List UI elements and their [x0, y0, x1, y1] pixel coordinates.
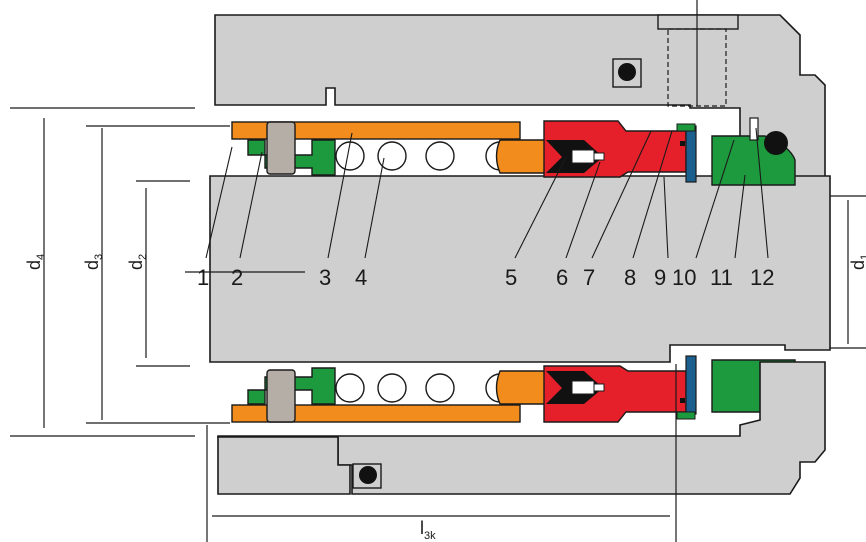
leader-10: [695, 139, 735, 259]
sleeve-bottom: [231, 404, 521, 423]
dim-label-d2: d2: [126, 254, 149, 270]
dim-label-d4-base: d: [24, 260, 44, 270]
gasket-cap-bottom: [676, 411, 696, 420]
part-number-labels: 1 2 3 4 5 6 7 8 9 10 11 12: [197, 265, 774, 290]
dim-label-d2-base: d: [126, 260, 146, 270]
dim-label-l3k-sub: 3k: [424, 530, 436, 542]
dim-label-d1-sub: 1: [859, 254, 866, 260]
dim-label-d1-base: d: [848, 260, 866, 270]
dim-label-d4: d4: [24, 254, 47, 270]
drive-pin-top: [266, 121, 296, 175]
dim-label-d3: d3: [82, 254, 105, 270]
leader-11: [734, 174, 746, 259]
spring-coil: [425, 373, 455, 403]
part-label-3: 3: [319, 265, 331, 290]
leader-9: [663, 176, 669, 259]
leader-2: [239, 151, 263, 259]
leader-1: [205, 146, 233, 259]
leader-8: [632, 130, 673, 259]
part-label-5: 5: [505, 265, 517, 290]
spring-coil: [485, 373, 501, 403]
insert-screw-tip-top: [593, 152, 605, 161]
gasket-cap-top: [676, 123, 696, 132]
dim-label-l3k: l3k: [420, 518, 436, 542]
spring-coil: [377, 141, 407, 171]
oring-stationary-top: [764, 131, 788, 155]
insert-screw-top: [571, 149, 595, 164]
springs-bottom: [335, 373, 501, 403]
springs-top: [335, 141, 501, 171]
gasket-dot-top: [680, 141, 685, 146]
leader-7: [591, 130, 652, 259]
part-label-4: 4: [355, 265, 367, 290]
spring-coil: [377, 373, 407, 403]
dim-label-d2-sub: 2: [137, 254, 149, 260]
gasket-bottom: [685, 355, 697, 415]
dim-label-d4-sub: 4: [35, 254, 47, 260]
housing-oring-top: [618, 63, 636, 81]
leader-12: [755, 127, 769, 259]
leader-3: [327, 132, 353, 259]
spring-coil: [485, 141, 501, 171]
part-label-9: 9: [654, 265, 666, 290]
dim-label-d1: d1: [848, 254, 866, 270]
dim-label-l3k-base: l: [420, 518, 424, 538]
anti-rotation-pin-top: [749, 117, 759, 141]
housing-oring-bottom: [359, 466, 377, 484]
leader-lines: [205, 127, 769, 259]
gasket-top: [685, 125, 697, 183]
part-label-12: 12: [750, 265, 774, 290]
dim-label-d3-sub: 3: [93, 254, 105, 260]
dim-label-d3-base: d: [82, 260, 102, 270]
shaft: [209, 175, 831, 363]
leader-4: [364, 157, 385, 259]
spring-coil: [335, 373, 365, 403]
dimension-lines: [10, 107, 866, 542]
spring-coil: [425, 141, 455, 171]
part-label-2: 2: [231, 265, 243, 290]
gasket-dot-bottom: [680, 398, 685, 403]
part-label-6: 6: [556, 265, 568, 290]
part-label-8: 8: [624, 265, 636, 290]
port-thread-head: [657, 14, 739, 30]
part-label-7: 7: [583, 265, 595, 290]
insert-screw-bottom: [571, 380, 595, 395]
part-label-1: 1: [197, 265, 209, 290]
part-label-10: 10: [672, 265, 696, 290]
leader-5: [514, 156, 567, 259]
insert-screw-tip-bottom: [593, 383, 605, 392]
part-label-11: 11: [710, 265, 733, 290]
leader-6: [565, 161, 601, 259]
drive-pin-bottom: [266, 369, 296, 423]
housing-bottom-lower: [217, 436, 351, 495]
sleeve-top: [231, 121, 521, 140]
